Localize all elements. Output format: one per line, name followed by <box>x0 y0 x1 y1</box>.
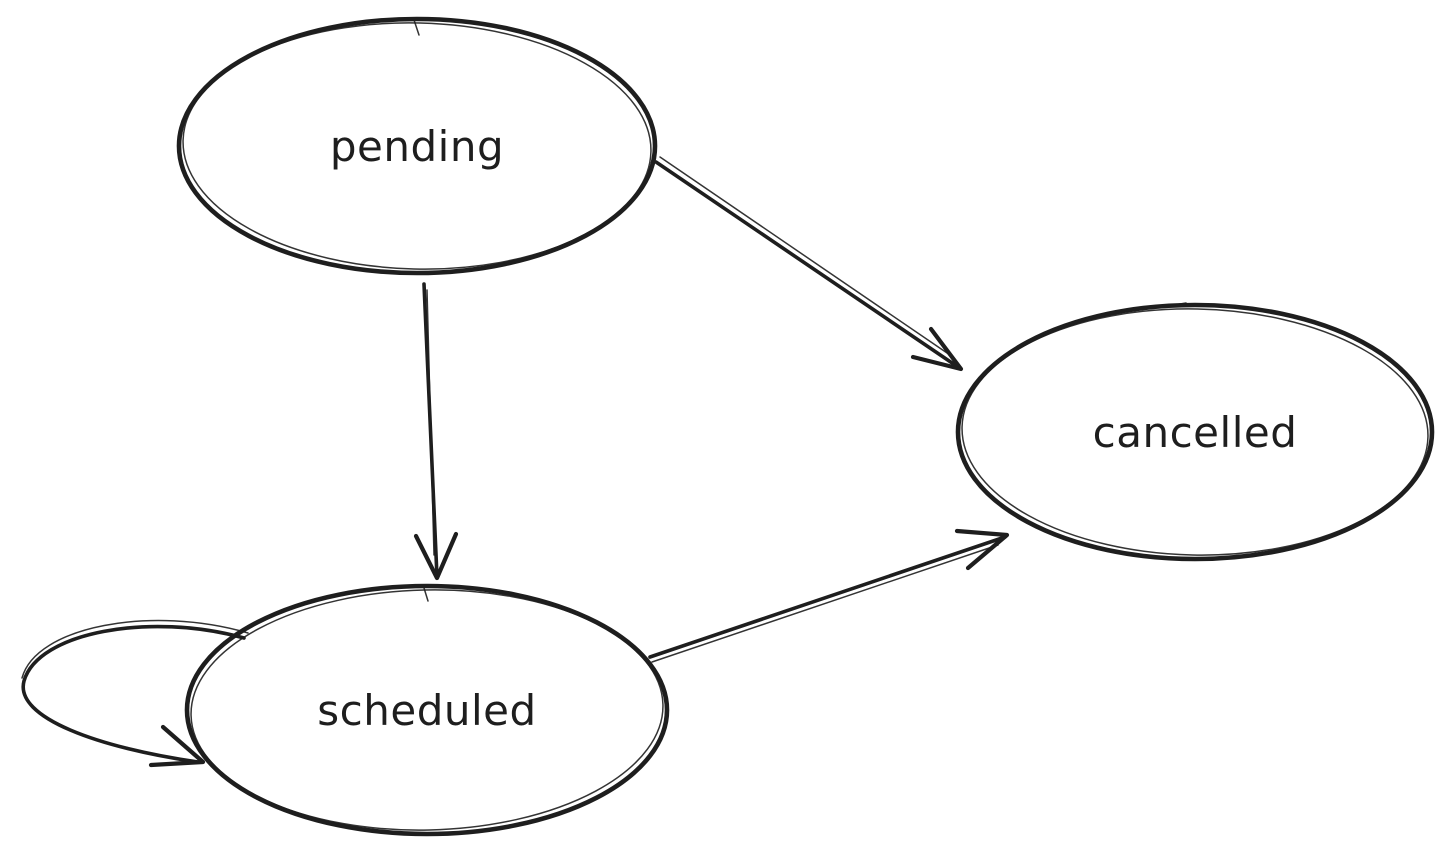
arrowhead-icon <box>413 531 459 581</box>
arrowhead-icon <box>148 724 206 768</box>
edge-pending-to-scheduled[interactable] <box>413 282 459 581</box>
sketch-tick <box>1167 302 1187 307</box>
node-cancelled-label: cancelled <box>1093 408 1298 457</box>
arrowhead-icon <box>954 528 1010 571</box>
edge-scheduled-to-cancelled[interactable] <box>648 528 1010 663</box>
edge-sketch-echo <box>426 289 435 556</box>
node-cancelled[interactable]: cancelled <box>955 302 1435 562</box>
node-cancelled-shape[interactable] <box>955 302 1435 562</box>
edge-pending-to-cancelled[interactable] <box>654 156 964 372</box>
sketch-tick <box>413 19 420 36</box>
edge-sketch-echo <box>659 156 951 356</box>
edge-line[interactable] <box>21 624 246 764</box>
node-scheduled-shape[interactable] <box>184 583 670 837</box>
node-scheduled-label: scheduled <box>317 686 536 735</box>
edge-line[interactable] <box>654 160 960 369</box>
node-cancelled-sketch-echo <box>961 308 1429 556</box>
node-pending[interactable]: pending <box>176 16 658 276</box>
sketch-tick <box>423 587 429 602</box>
node-scheduled[interactable]: scheduled <box>184 583 670 837</box>
edge-sketch-echo <box>651 544 999 663</box>
node-pending-sketch-echo <box>182 22 652 270</box>
edge-sketch-echo <box>21 619 249 679</box>
node-pending-label: pending <box>330 122 504 171</box>
edge-scheduled-self-loop[interactable] <box>21 619 249 768</box>
edge-line[interactable] <box>648 535 1007 659</box>
node-pending-shape[interactable] <box>176 16 658 276</box>
arrowhead-icon <box>910 326 964 372</box>
